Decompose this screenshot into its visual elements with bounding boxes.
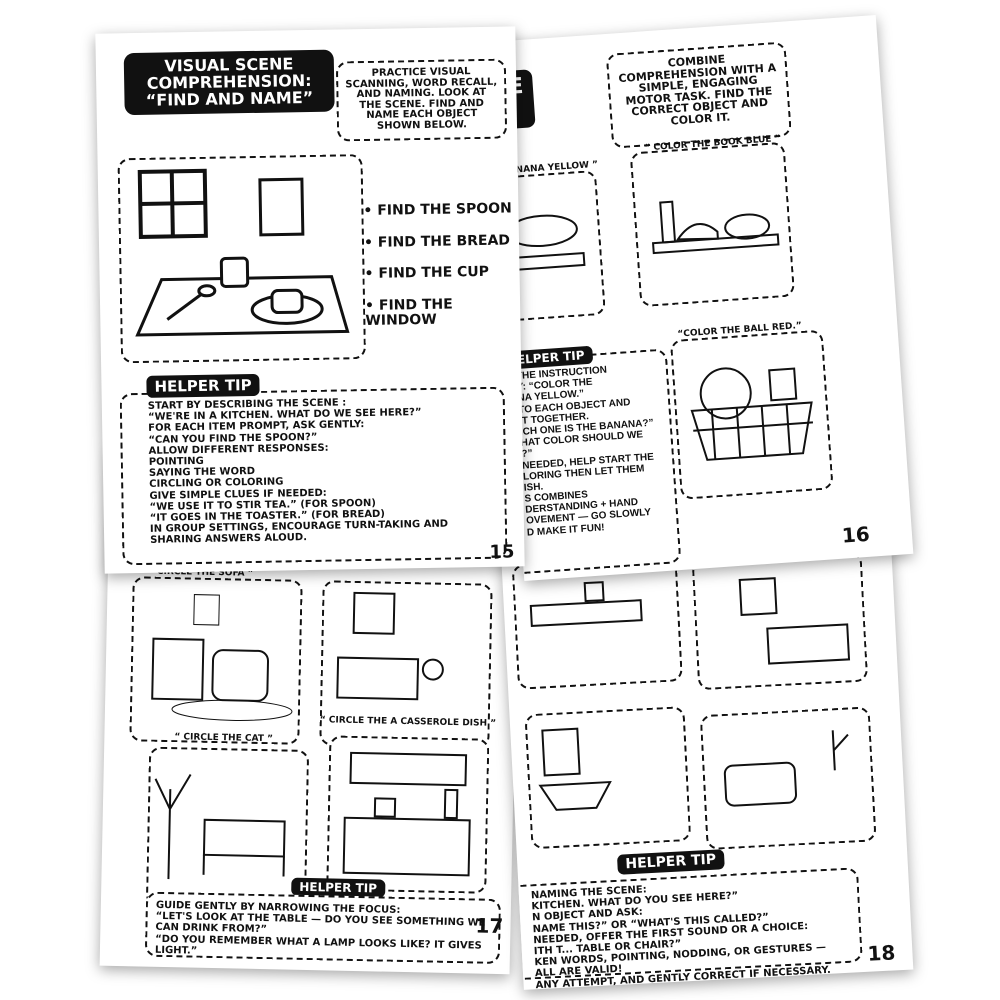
find-item: • FIND THE SPOON <box>363 200 512 220</box>
helper-tip-box: GUIDE GENTLY BY NARROWING THE FOCUS: “LE… <box>144 891 502 965</box>
page-number: 16 <box>841 521 871 548</box>
cabinet-icon <box>258 177 305 237</box>
bread-icon <box>270 288 304 315</box>
find-item-label: FIND THE SPOON <box>377 200 512 219</box>
shelf-book-shoe-hat-illustration <box>651 200 780 255</box>
kitchen-scene-illustration <box>135 168 350 337</box>
intro-box: PRACTICE VISUAL SCANNING, WORD RECALL, A… <box>335 58 508 142</box>
worksheet-page-15: VISUAL SCENE COMPREHENSION: “FIND AND NA… <box>95 26 525 574</box>
helper-tip-label: HELPER TIP <box>616 849 725 875</box>
find-item-label: FIND THE CUP <box>378 264 490 283</box>
page-title: VISUAL SCENE COMPREHENSION: “FIND AND NA… <box>123 49 335 116</box>
find-list: • FIND THE SPOON • FIND THE BREAD • FIND… <box>363 200 520 329</box>
scene-kitchen <box>326 735 490 894</box>
find-item-label: FIND THE WINDOW <box>365 296 453 329</box>
scene-living-room-simple <box>699 706 877 851</box>
tip-line: IN GROUP SETTINGS, ENCOURAGE TURN-TAKING… <box>149 518 449 547</box>
page-number: 15 <box>489 541 515 563</box>
cup-icon <box>219 256 250 288</box>
scene-shelf <box>629 141 796 308</box>
scene-living-room <box>129 576 303 745</box>
find-item: • FIND THE CUP <box>364 264 490 283</box>
park-bench-illustration <box>154 773 286 880</box>
find-item-label: FIND THE BREAD <box>377 232 511 251</box>
spoon-icon <box>166 292 203 321</box>
sink-illustration <box>538 727 612 811</box>
helper-tip-box: NAMING THE SCENE: KITCHEN. WHAT DO YOU S… <box>498 867 863 990</box>
tray-icon <box>135 275 350 337</box>
kitchen-illustration <box>342 751 471 877</box>
scene-bathroom <box>524 706 692 850</box>
scene-bedroom <box>319 580 493 749</box>
caption-cat: “ CIRCLE THE CAT ” <box>174 732 274 745</box>
basket-ball-illustration <box>690 367 814 461</box>
worksheet-page-18: NG AT HELPER TIP NAMING THE SCENE: KITCH… <box>496 450 914 990</box>
page-number: 18 <box>866 940 896 966</box>
find-item: • FIND THE BREAD <box>363 232 511 251</box>
living-room-illustration <box>151 594 293 721</box>
scene-basket <box>669 329 834 500</box>
bed-illustration <box>738 577 851 665</box>
scene-bedroom-simple <box>691 551 869 691</box>
kitchen-table-illustration <box>529 581 643 627</box>
scene-park <box>145 746 310 910</box>
helper-tip-box: START BY DESCRIBING THE SCENE : “WE'RE I… <box>119 386 508 566</box>
worksheet-page-16: HE T COMBINE COMPREHENSION WITH A SIMPLE… <box>486 15 914 581</box>
intro-box: COMBINE COMPREHENSION WITH A SIMPLE, ENG… <box>605 41 792 149</box>
kitchen-scene <box>117 154 367 364</box>
helper-tip-label: HELPER TIP <box>146 373 260 398</box>
scene-kitchen-table <box>511 556 683 690</box>
find-item: • FIND THE WINDOW <box>364 296 453 329</box>
sofa-illustration <box>723 730 849 807</box>
bedroom-illustration <box>336 591 444 701</box>
page-number: 17 <box>475 913 504 939</box>
worksheet-page-17: “ CIRCLE THE SOFA ” “ CIRCLE THE CAT ” “… <box>99 445 521 975</box>
